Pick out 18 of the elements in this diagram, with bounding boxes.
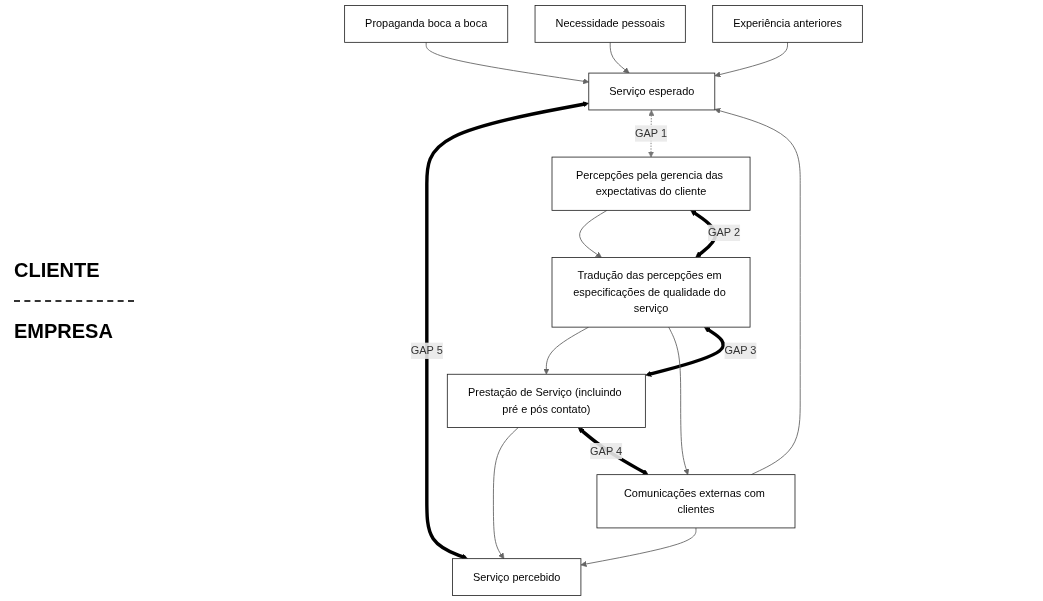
zone-label: CLIENTE (14, 257, 101, 283)
arrow (645, 326, 725, 377)
node-box: Experiência anteriores (712, 5, 863, 43)
edge-label: GAP 1 (635, 127, 668, 139)
node-box: Serviço percebido (452, 558, 582, 596)
edge-label: GAP 5 (410, 344, 443, 357)
node-box: Percepções pela gerencia das expectativas do cliente (551, 156, 751, 211)
edge-label: GAP 3 (724, 344, 757, 357)
node-box: Prestação de Serviço (incluindo pré e pós contato) (446, 373, 646, 428)
edge-label: GAP 2 (707, 226, 740, 239)
node-box: Serviço esperado (588, 72, 716, 111)
node-box: Comunicações externas com clientes (596, 474, 796, 529)
node-box: Propaganda boca a boca (344, 5, 509, 43)
arrow (578, 427, 649, 475)
edge-label: GAP 4 (590, 444, 623, 457)
zone-label: EMPRESA (14, 318, 114, 344)
node-box: Tradução das percepções em especificações de qualidade do serviço (551, 257, 751, 328)
node-box: Necessidade pessoais (534, 5, 686, 43)
